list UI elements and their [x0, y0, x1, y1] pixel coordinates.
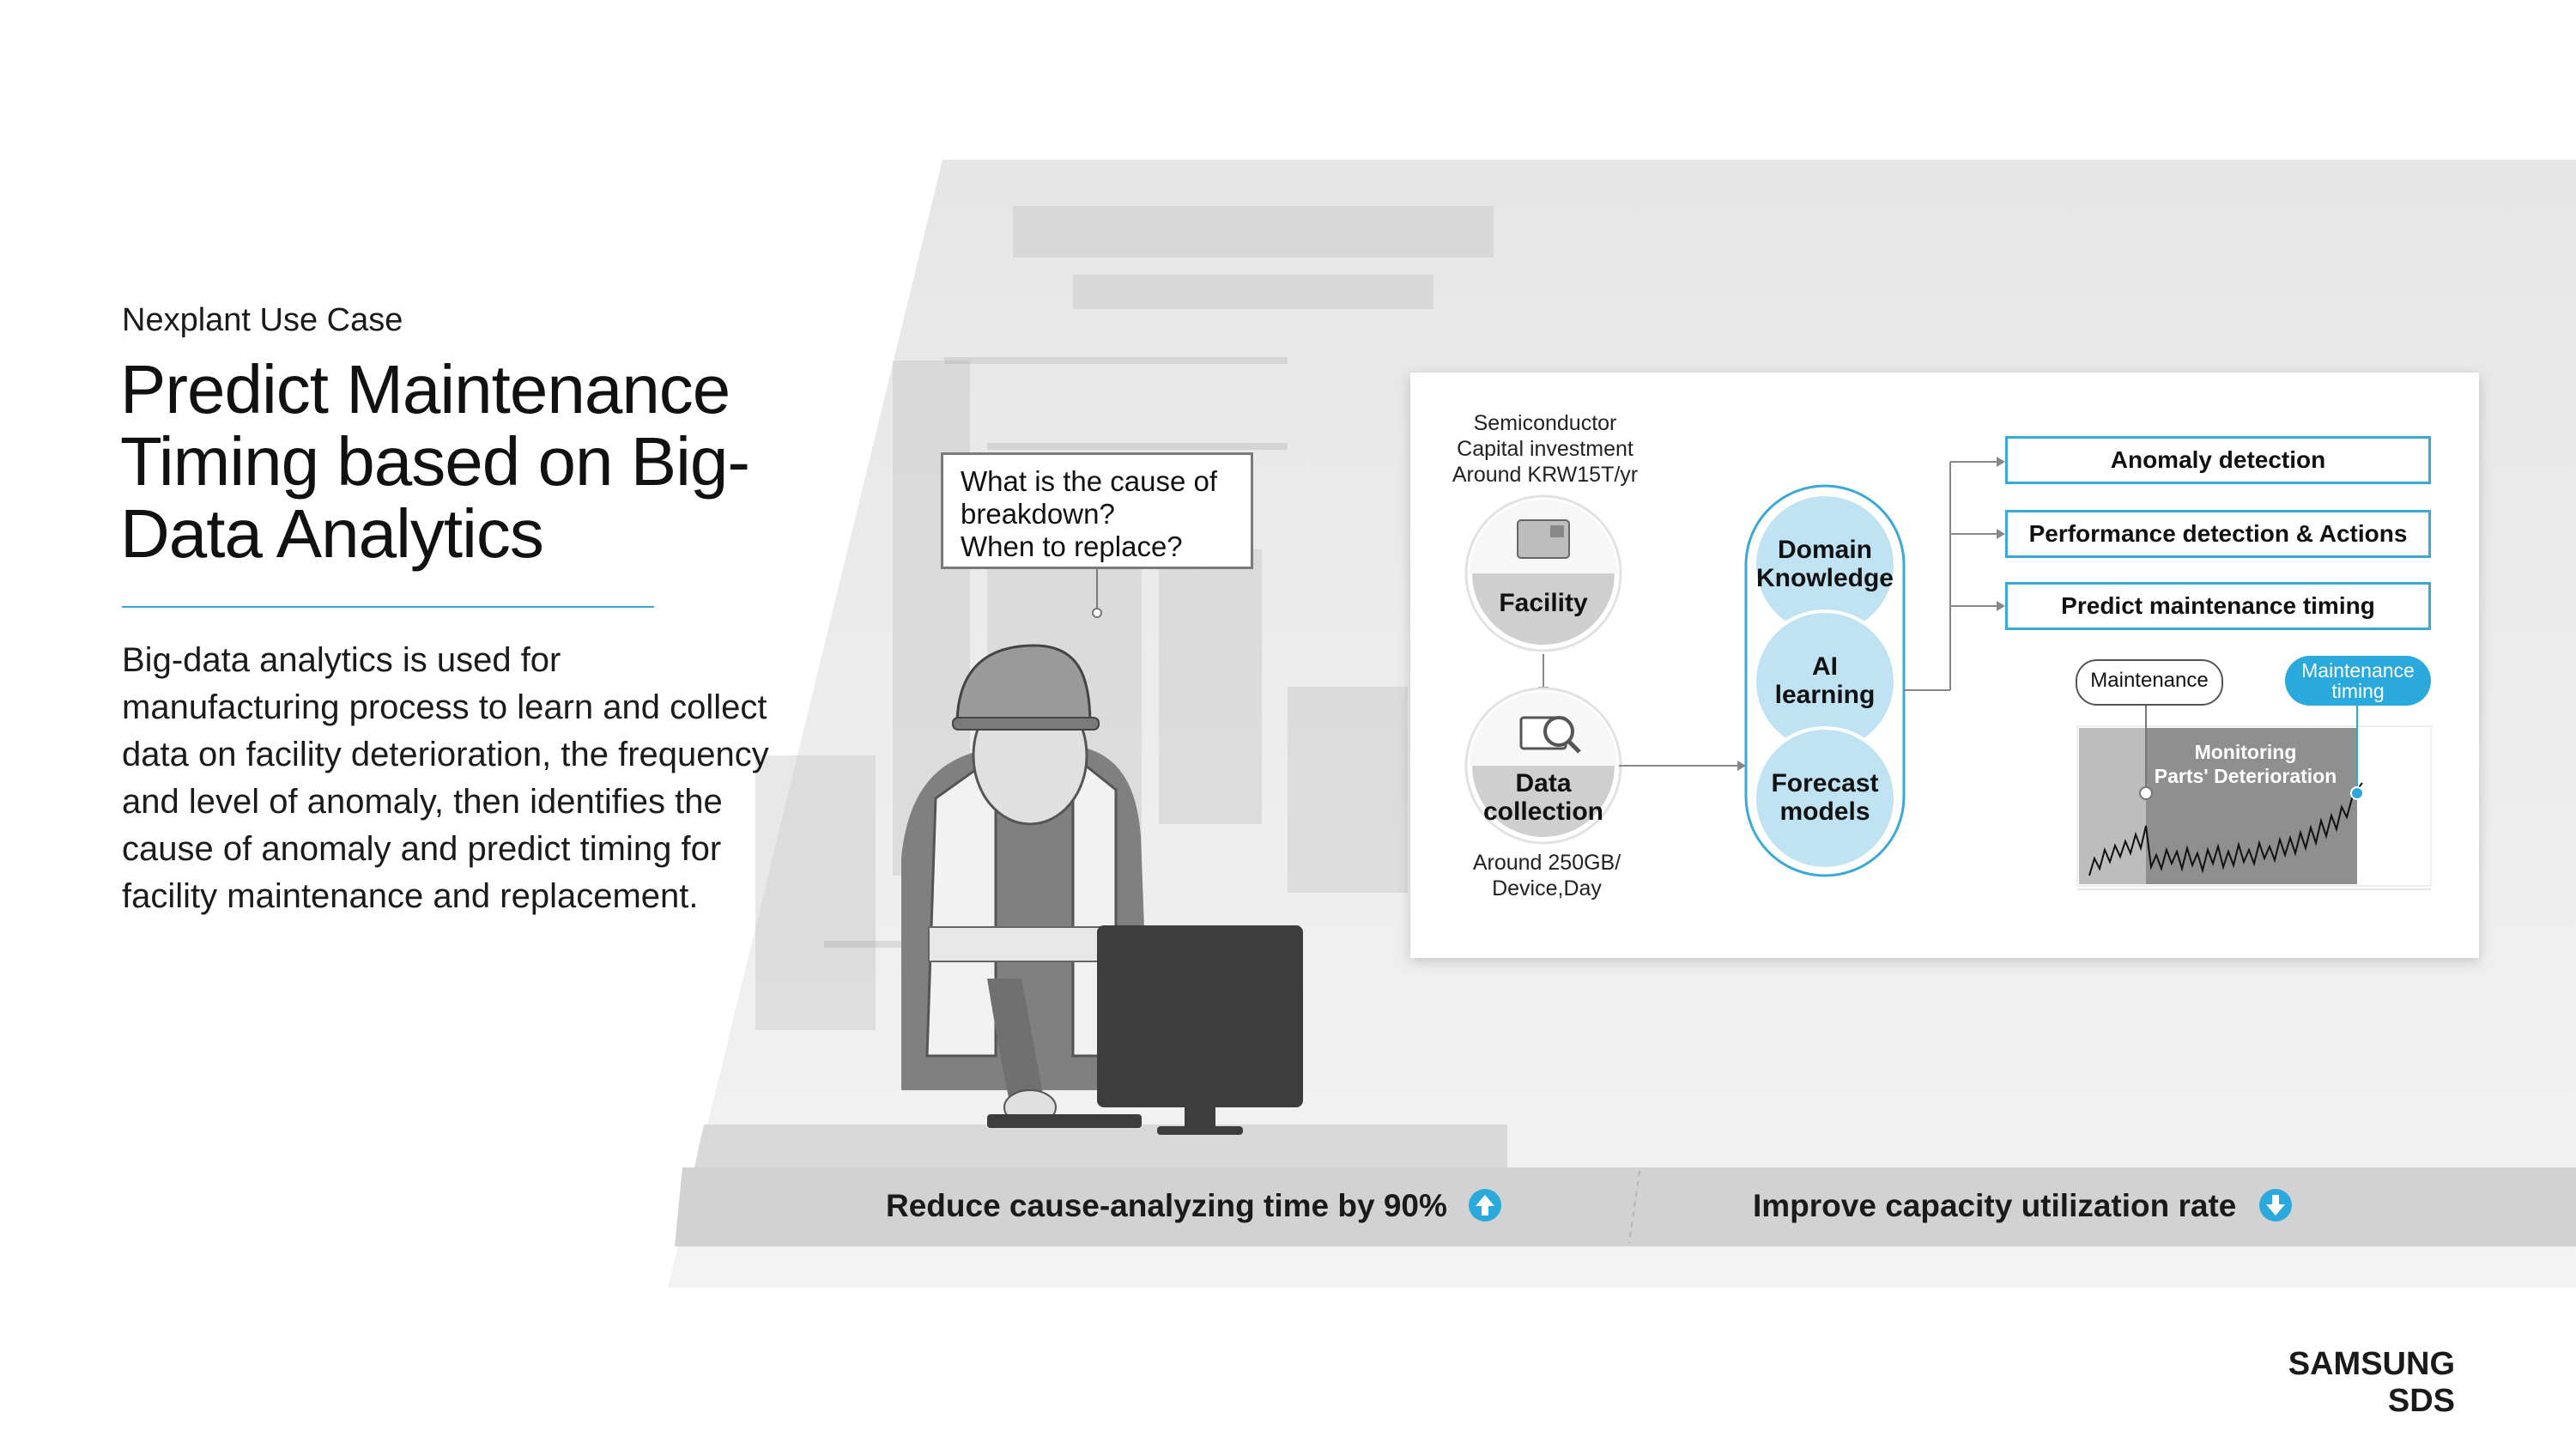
output-performance-detection: Performance detection & Actions [2005, 510, 2431, 558]
question-callout: What is the cause of breakdown? When to … [941, 452, 1253, 569]
facility-label: Facility [1499, 589, 1588, 617]
benefit-reduce-time: Reduce cause-analyzing time by 90% [886, 1188, 1447, 1223]
method-forecast-models: Forecast models [1771, 769, 1879, 826]
benefit-improve-utilization: Improve capacity utilization rate [1753, 1188, 2237, 1223]
page-title: Predict Maintenance Timing based on Big-… [120, 351, 750, 572]
question-line: What is the cause of [961, 465, 1217, 497]
title-divider [122, 606, 654, 608]
data-collection-label: Data collection [1482, 769, 1604, 826]
data-collection-circle [1464, 687, 1622, 845]
facility-circle [1464, 494, 1622, 652]
method-domain-knowledge: Domain Knowledge [1755, 536, 1894, 592]
output-anomaly-detection: Anomaly detection [2005, 436, 2431, 484]
question-line: When to replace? [961, 530, 1183, 562]
body-paragraph: Big-data analytics is used for manufactu… [122, 641, 769, 915]
monitoring-label: Monitoring Parts' Deterioration [2154, 741, 2337, 787]
deterioration-chart [2076, 704, 2432, 890]
method-ai-learning: AI learning [1774, 652, 1876, 709]
data-volume-label: Around 250GB/ Device,Day [1472, 851, 1621, 900]
monitor-illustration [987, 925, 1303, 1135]
samsung-sds-logo: SAMSUNG SDS [2288, 1346, 2455, 1419]
eyebrow-label: Nexplant Use Case [122, 302, 403, 338]
output-predict-maintenance: Predict maintenance timing [2005, 582, 2431, 630]
maintenance-timing-pill: Maintenance timing [2285, 656, 2431, 706]
maintenance-pill: Maintenance [2076, 659, 2223, 706]
investment-label: Semiconductor Capital investment Around … [1452, 411, 1639, 487]
question-line: breakdown? [961, 498, 1115, 530]
